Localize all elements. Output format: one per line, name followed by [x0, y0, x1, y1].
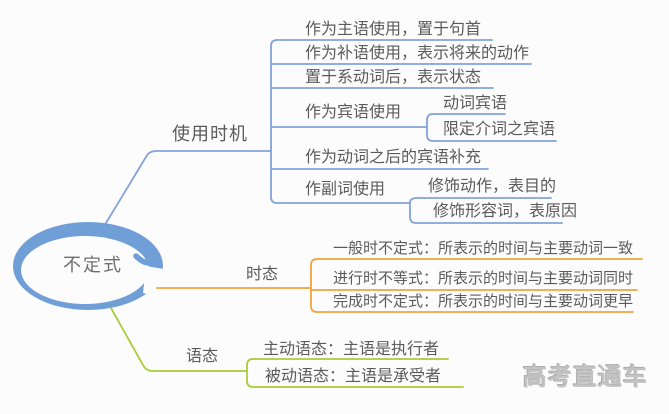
node-object-preposition[interactable]: 限定介词之宾语 [443, 121, 556, 138]
node-usage-subject[interactable]: 作为主语使用，置于句首 [305, 21, 482, 38]
branch-voice-label[interactable]: 语态 [186, 348, 219, 365]
voice-branch-lines [110, 307, 464, 388]
adverb-sub-bracket [402, 197, 563, 224]
node-usage-adverb[interactable]: 作副词使用 [305, 181, 386, 198]
usage-spine [270, 39, 493, 204]
node-tense-simple[interactable]: 一般时不定式：所表示的时间与主要动词一致 [333, 241, 634, 257]
voice-main-connector [110, 307, 248, 372]
root-ellipse-gap [143, 266, 176, 301]
node-usage-linking-verb[interactable]: 置于系动词后，表示状态 [305, 69, 482, 86]
node-voice-passive[interactable]: 被动语态：主语是承受者 [265, 368, 442, 385]
node-tense-progressive[interactable]: 进行时不等式：所表示的时间与主要动词同时 [333, 271, 634, 287]
node-usage-object[interactable]: 作为宾语使用 [305, 104, 402, 121]
node-object-verb[interactable]: 动词宾语 [443, 95, 508, 112]
node-usage-complement[interactable]: 作为补语使用，表示将来的动作 [305, 45, 530, 62]
voice-bracket [246, 358, 464, 388]
root-topic[interactable]: 不定式 [63, 255, 123, 275]
tense-bracket [310, 258, 643, 313]
node-usage-object-complement[interactable]: 作为动词之后的宾语补充 [305, 149, 482, 166]
usage-branch-lines [105, 39, 563, 224]
node-adverb-purpose[interactable]: 修饰动作，表目的 [428, 178, 557, 195]
usage-main-connector [105, 150, 272, 224]
node-tense-perfect[interactable]: 完成时不定式：所表示的时间与主要动词更早 [333, 294, 634, 310]
branch-tense-label[interactable]: 时态 [246, 266, 279, 283]
branch-usage-label[interactable]: 使用时机 [172, 124, 248, 144]
object-sub-bracket [419, 113, 557, 142]
watermark-text: 高考直通车 [523, 364, 648, 391]
node-adverb-reason[interactable]: 修饰形容词，表原因 [433, 203, 578, 220]
root-ellipse-hook [133, 253, 156, 266]
node-voice-active[interactable]: 主动语态：主语是执行者 [263, 341, 440, 358]
tense-branch-lines [156, 258, 643, 313]
